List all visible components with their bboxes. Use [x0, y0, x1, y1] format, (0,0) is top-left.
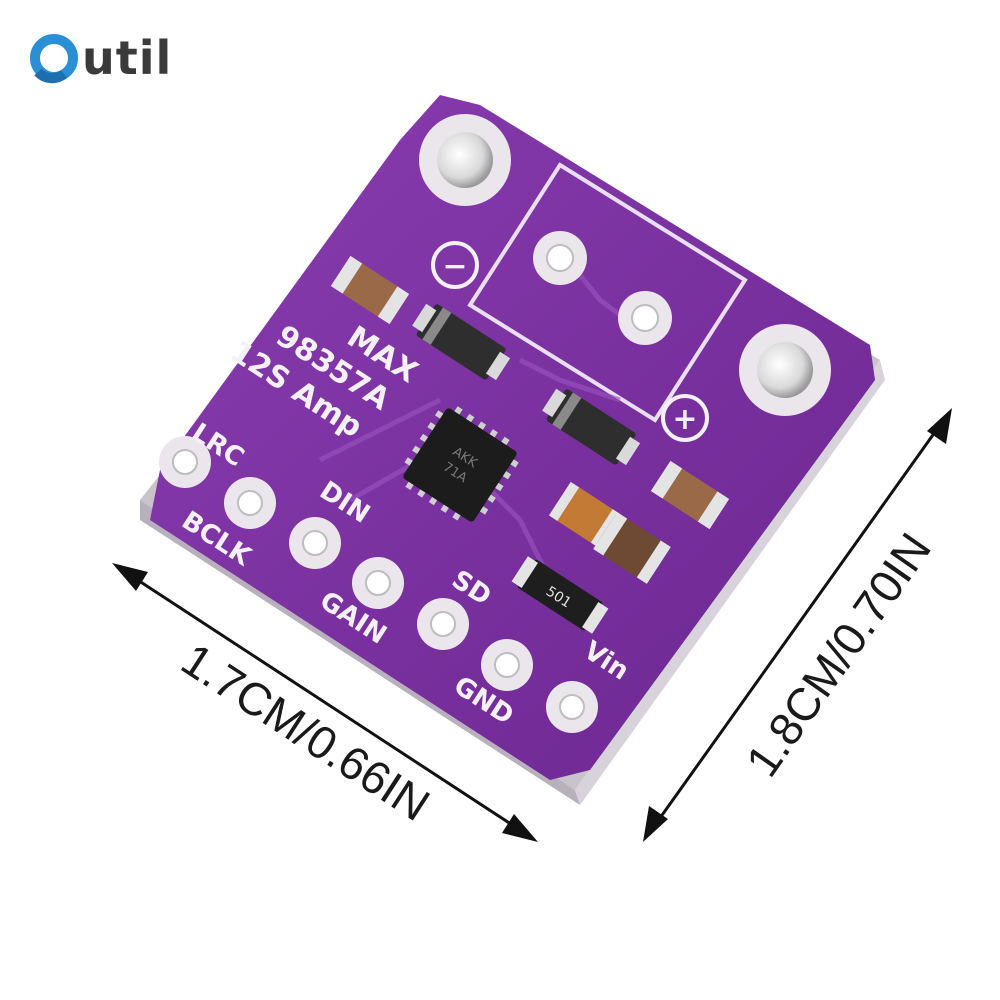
pad-din — [289, 517, 341, 569]
resistor: 501 — [511, 556, 609, 634]
terminal-footprint — [467, 162, 748, 423]
svg-text:−: − — [442, 249, 467, 284]
arrowhead-icon — [643, 806, 668, 842]
brand-logo: util — [28, 26, 172, 90]
diode-right — [542, 388, 641, 466]
plus-marker: + — [661, 394, 709, 442]
logo-text: util — [82, 31, 173, 85]
minus-marker: − — [431, 241, 479, 289]
pad-gnd — [481, 639, 533, 691]
pcb-board — [150, 95, 875, 780]
capacitor-left — [330, 255, 410, 325]
mount-hole-right — [739, 324, 831, 416]
pad-vin — [546, 681, 598, 733]
arrowhead-icon — [927, 408, 952, 444]
capacitor-right — [650, 460, 730, 530]
arrowhead-icon — [112, 563, 148, 591]
pad-sd — [417, 598, 469, 650]
diode-left — [412, 303, 511, 381]
pad-gain — [352, 557, 404, 609]
svg-text:+: + — [672, 402, 697, 437]
amplifier-chip: AKK 71A — [403, 406, 519, 522]
arrowhead-icon — [502, 814, 538, 842]
header-pads — [159, 436, 598, 733]
mount-hole-top — [419, 114, 511, 206]
logo-ring-icon — [28, 32, 80, 84]
terminal-pad-plus — [618, 291, 672, 345]
pad-lrc — [159, 436, 211, 488]
pad-bclk — [224, 477, 276, 529]
capacitor-brown — [593, 512, 671, 584]
terminal-pad-minus — [533, 231, 587, 285]
height-label: 1.8CM/0.70IN — [736, 523, 941, 785]
